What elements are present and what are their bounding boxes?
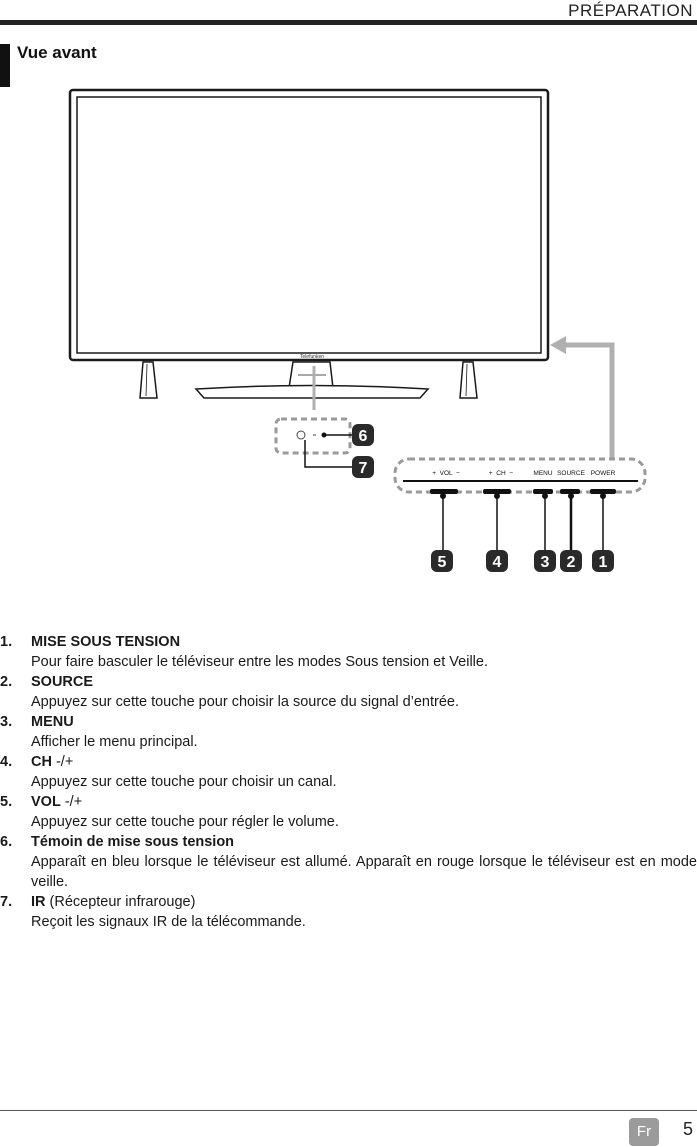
item-title: MISE SOUS TENSION [31,634,181,650]
item-number: 4. [0,754,13,770]
item-title: VOL [31,794,61,810]
tv-illustration: Telefunken [68,88,550,399]
control-panel-arrow [558,342,615,466]
control-panel-zoom-box [393,457,647,494]
list-item: 5. VOL -/+ Appuyez sur cette touche pour … [0,792,697,832]
control-panel-zoom: + VOL − + CH − MENU SOURCE POWER [393,336,647,552]
page-number: 5 [683,1119,694,1139]
item-number: 7. [0,894,13,910]
item-number: 6. [0,834,13,850]
tv-foot-left [139,361,158,399]
svg-text:6: 6 [359,428,368,445]
item-description: Appuyez sur cette touche pour choisir la… [31,694,459,710]
power-indicator-led [296,430,306,440]
item-title: IR [31,894,46,910]
button-vol [430,489,458,494]
svg-text:2: 2 [567,554,576,571]
item-title: MENU [31,714,74,730]
tv-stand-base [194,384,430,399]
control-label-source: SOURCE [557,470,585,477]
button-power [590,489,616,494]
control-label-ch: + CH − [489,470,513,477]
callout-3: 3 [534,550,556,572]
item-description: Appuyez sur cette touche pour choisir un… [31,774,337,790]
page-header-title: PRÉPARATION [568,1,693,20]
indicator-zoom-box [274,417,352,455]
button-menu [533,489,553,494]
button-ch [483,489,511,494]
item-number: 2. [0,674,13,690]
svg-text:3: 3 [541,554,550,571]
list-item: 6. Témoin de mise sous tension Apparaît e… [0,832,697,892]
control-label-vol: + VOL − [432,470,460,477]
item-description: Apparaît en bleu lorsque le téléviseur e… [31,854,697,890]
svg-text:5: 5 [438,554,447,571]
callout-4: 4 [486,550,508,572]
button-source [560,489,580,494]
control-label-menu: MENU [533,470,552,477]
item-number: 3. [0,714,13,730]
tv-foot-right [459,361,478,399]
list-item: 4. CH -/+ Appuyez sur cette touche pour c… [0,752,697,792]
item-description: Appuyez sur cette touche pour régler le … [31,814,339,830]
callout-5: 5 [431,550,453,572]
item-title-suffix: (Récepteur infrarouge) [45,894,196,910]
language-badge: Fr [629,1118,659,1146]
section-marker-bar [0,44,10,87]
list-item: 1. MISE SOUS TENSION Pour faire basculer … [0,632,697,672]
callout-7: 7 [352,456,374,478]
list-item: 7. IR (Récepteur infrarouge) Reçoit les s… [0,892,697,932]
item-title-suffix: -/+ [51,754,74,770]
callout-1: 1 [592,550,614,572]
item-description: Pour faire basculer le téléviseur entre … [31,654,488,670]
section-title: Vue avant [17,43,97,62]
item-description: Afficher le menu principal. [31,734,198,750]
item-title: CH [31,754,52,770]
footer-rule [0,1110,697,1111]
callout-6: 6 [352,424,374,446]
svg-text:7: 7 [359,460,368,477]
indicator-zoom [274,366,352,468]
item-number: 5. [0,794,13,810]
item-description: Reçoit les signaux IR de la télécommande… [31,914,306,930]
list-item: 2. SOURCE Appuyez sur cette touche pour c… [0,672,697,712]
tv-screen [76,96,542,354]
list-item: 3. MENU Afficher le menu principal. [0,712,697,752]
control-description-list: 1. MISE SOUS TENSION Pour faire basculer … [0,632,697,932]
callout-2: 2 [560,550,582,572]
control-label-power: POWER [591,470,616,477]
item-number: 1. [0,634,13,650]
item-title-suffix: -/+ [60,794,83,810]
tv-front-diagram: Telefunken + VOL − + CH − MENU SOURCE PO… [68,88,647,572]
svg-text:1: 1 [599,554,608,571]
header-rule [0,20,697,25]
item-title: Témoin de mise sous tension [31,834,235,850]
svg-text:4: 4 [493,554,502,571]
tv-brand-logo: Telefunken [300,354,324,360]
item-title: SOURCE [31,674,94,690]
